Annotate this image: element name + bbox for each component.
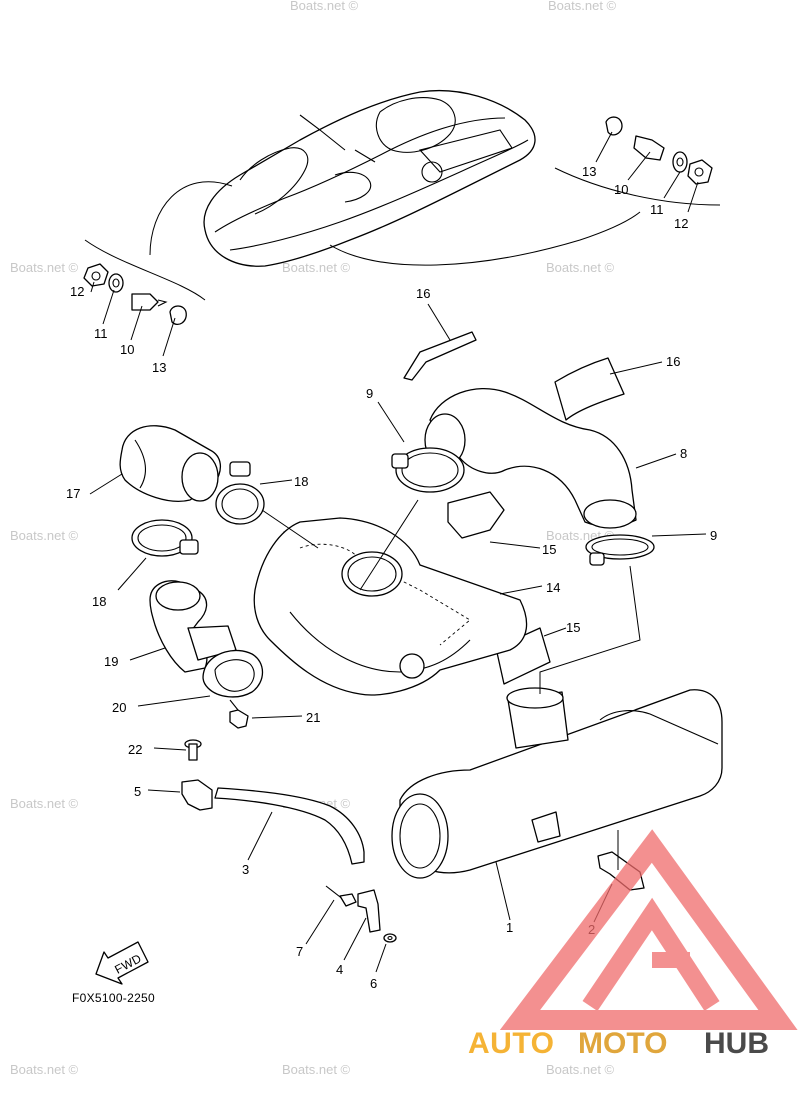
part-15-pad-top (447, 491, 505, 539)
part-20-gasket (202, 649, 264, 698)
fastener-group-right (605, 116, 713, 185)
part-4-bracket (357, 889, 381, 933)
callout-3: 3 (242, 862, 249, 877)
part-16-pad-right (554, 357, 625, 421)
callout-22: 22 (128, 742, 142, 757)
part-9-clamp-top (391, 447, 465, 493)
watermark: Boats.net © (290, 0, 359, 13)
watermark: Boats.net © (548, 0, 617, 13)
callout-9-right: 9 (710, 528, 717, 543)
callout-11-right: 11 (650, 202, 664, 217)
logo-triangle-icon (499, 829, 798, 1030)
part-14-intake-box (253, 517, 528, 696)
callout-11-left: 11 (94, 326, 108, 341)
callout-16-right: 16 (666, 354, 680, 369)
callout-10-right: 10 (614, 182, 628, 197)
callout-19: 19 (104, 654, 118, 669)
watermark: Boats.net © (282, 260, 351, 275)
callout-18-upper: 18 (294, 474, 308, 489)
logo-text-moto: MOTO (578, 1027, 667, 1060)
callout-5: 5 (134, 784, 141, 799)
bracket-left (84, 239, 206, 301)
callout-21: 21 (306, 710, 320, 725)
callout-17: 17 (66, 486, 80, 501)
part-18-clamp-lower (131, 519, 199, 557)
part-8-duct-outlet (583, 499, 637, 529)
fwd-arrow-icon: FWD (95, 941, 149, 985)
watermark: Boats.net © (546, 1062, 615, 1077)
watermark: Boats.net © (546, 260, 615, 275)
part-22-bolt (184, 739, 202, 761)
callout-15-top: 15 (542, 542, 556, 557)
part-18-clamp-upper (215, 461, 265, 525)
watermark: Boats.net © (10, 796, 79, 811)
bracket-right (554, 167, 721, 206)
callout-12-left: 12 (70, 284, 84, 299)
fastener-group-left (83, 263, 187, 326)
callout-1: 1 (506, 920, 513, 935)
callout-4: 4 (336, 962, 343, 977)
watercraft-illustration (149, 89, 641, 267)
part-7-pin (325, 885, 357, 907)
part-6-washer (383, 933, 397, 943)
part-16-pad-top (403, 331, 477, 381)
part-21-bolt (229, 699, 249, 729)
figure-code: F0X5100-2250 (72, 991, 155, 1005)
logo-text-auto: AUTO (468, 1027, 554, 1060)
callout-18-lower: 18 (92, 594, 106, 609)
watermark: Boats.net © (282, 1062, 351, 1077)
callout-20: 20 (112, 700, 126, 715)
watermark: Boats.net © (10, 260, 79, 275)
callout-13-left: 13 (152, 360, 166, 375)
callout-7: 7 (296, 944, 303, 959)
part-1-muffler (391, 687, 723, 879)
part-3-strap (214, 787, 365, 865)
watermark: Boats.net © (10, 1062, 79, 1077)
callout-14: 14 (546, 580, 560, 595)
part-19-elbow-opening (155, 581, 201, 611)
callout-9-top: 9 (366, 386, 373, 401)
automotohub-logo: AUTO MOTO HUB (468, 829, 798, 1060)
callout-15-lower: 15 (566, 620, 580, 635)
callout-13-right: 13 (582, 164, 596, 179)
callout-8: 8 (680, 446, 687, 461)
part-9-clamp-right (585, 534, 655, 566)
callout-16-top: 16 (416, 286, 430, 301)
callout-12-right: 12 (674, 216, 688, 231)
part-5-bracket (181, 779, 213, 811)
part-14-intake-port (341, 551, 403, 597)
callout-6: 6 (370, 976, 377, 991)
part-17-hose-end (181, 452, 219, 502)
logo-text-hub: HUB (704, 1027, 769, 1060)
leader-lines (89, 131, 707, 973)
callout-10-left: 10 (120, 342, 134, 357)
watermark: Boats.net © (10, 528, 79, 543)
